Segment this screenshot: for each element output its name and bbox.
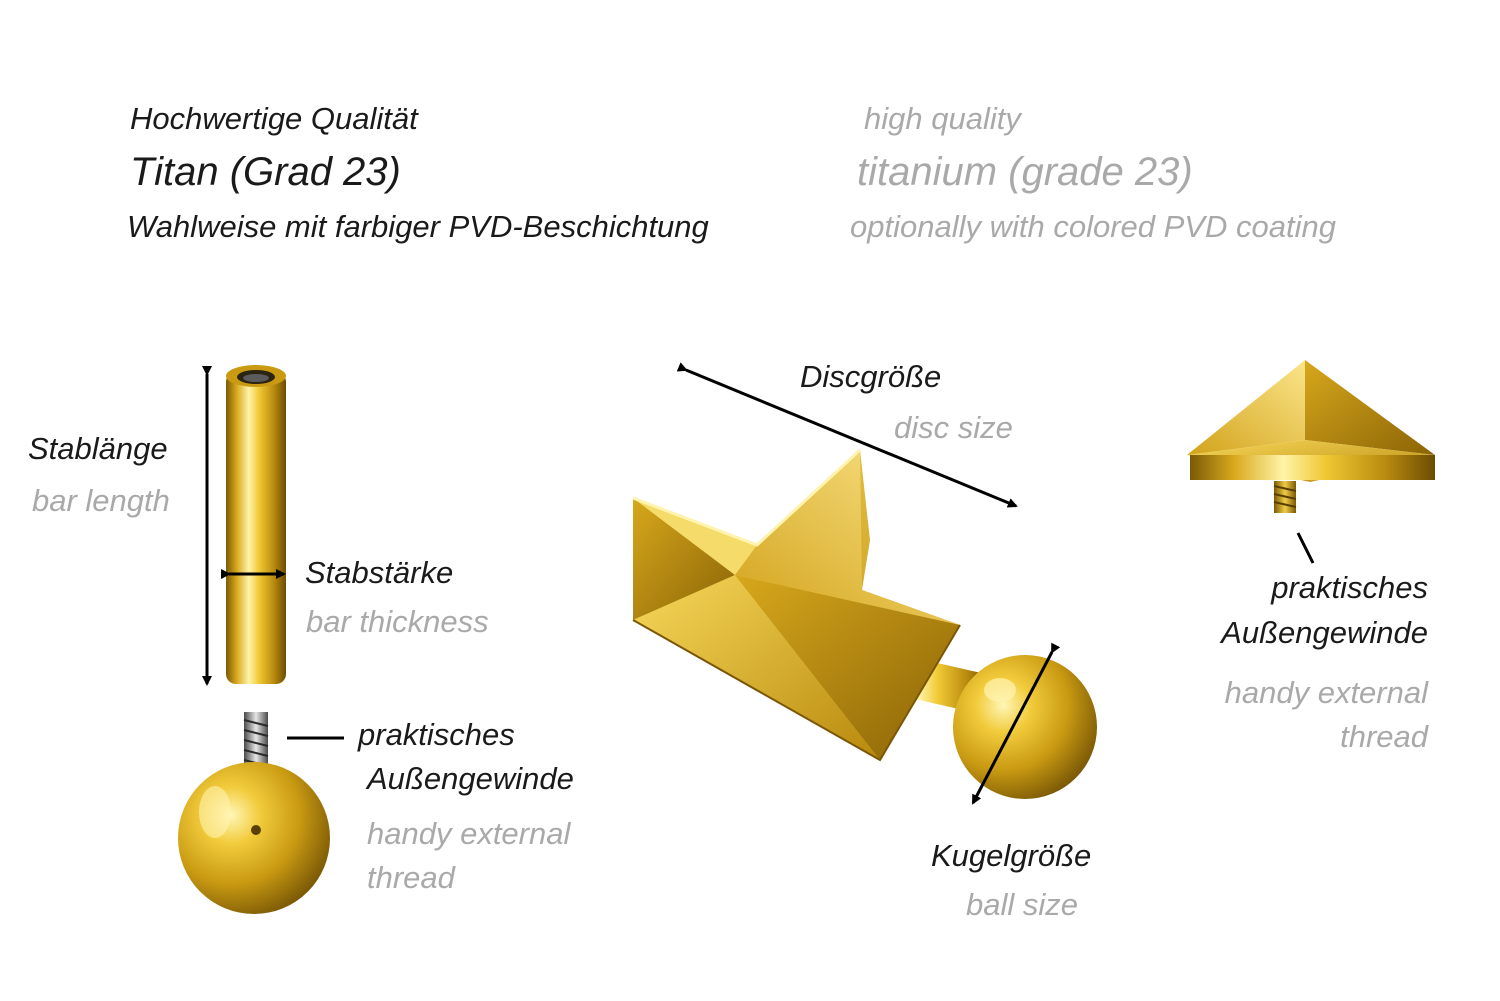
thread-right-label-en-1: handy external [1224, 675, 1428, 710]
thread-left-label-de-1: praktisches [358, 717, 515, 752]
bar [226, 365, 286, 684]
thread-right-label-de-1: praktisches [1271, 570, 1428, 605]
header-quality-de: Hochwertige Qualität [130, 101, 418, 136]
thread-right-label-de-2: Außengewinde [1221, 615, 1428, 650]
header-coating-en: optionally with colored PVD coating [850, 209, 1336, 244]
header-material-de: Titan (Grad 23) [130, 150, 401, 194]
thread-left-label-en-2: thread [367, 860, 455, 895]
bar-thickness-label-en: bar thickness [306, 604, 489, 639]
thread-left-label-de-2: Außengewinde [367, 761, 574, 796]
threaded-ball [178, 712, 330, 914]
header-material-en: titanium (grade 23) [857, 150, 1193, 194]
disc-size-label-de: Discgröße [800, 359, 942, 394]
ball-size-arrow [971, 642, 1061, 805]
ball-size-label-en: ball size [966, 887, 1078, 922]
crown-disc [632, 448, 961, 762]
bar-length-label-en: bar length [32, 483, 170, 518]
header-quality-en: high quality [864, 101, 1021, 136]
thread-left-label-en-1: handy external [367, 816, 571, 851]
ball-size-label-de: Kugelgröße [931, 838, 1092, 873]
disc-size-arrow [676, 362, 1018, 508]
bar-thickness-label-de: Stabstärke [305, 555, 454, 590]
thread-right-label-en-2: thread [1340, 719, 1428, 754]
pyramid-top [1187, 360, 1435, 513]
thread-right-pointer [1296, 532, 1315, 564]
bar-length-label-de: Stablänge [28, 431, 168, 466]
disc-size-label-en: disc size [894, 410, 1013, 445]
header-coating-de: Wahlweise mit farbiger PVD-Beschichtung [127, 209, 709, 244]
